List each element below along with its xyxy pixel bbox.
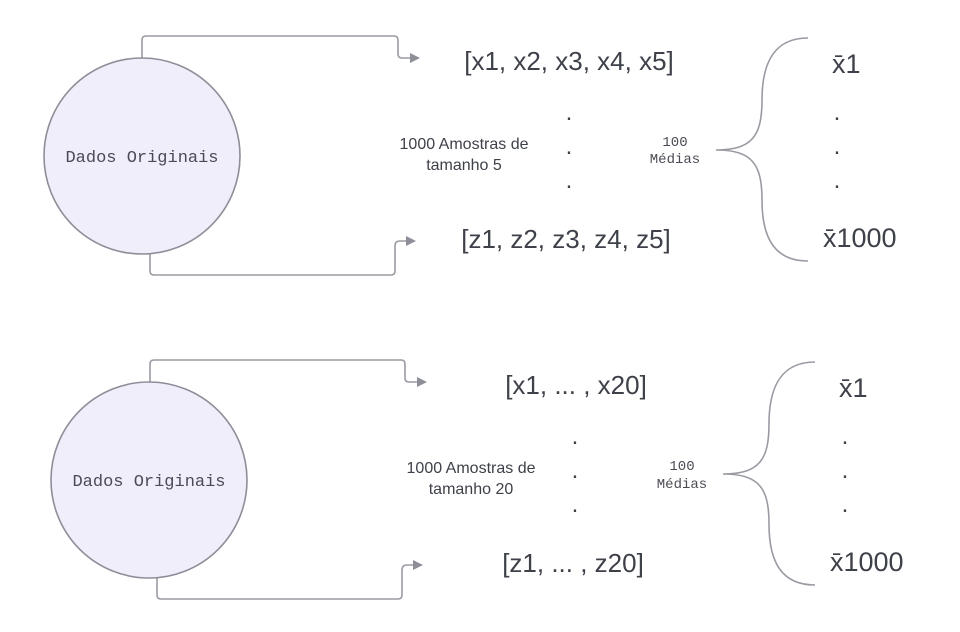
connector-to-first-sample: [149, 359, 419, 383]
first-sample-vector: [x1, ... , x20]: [505, 370, 647, 400]
means-caption-line2: Médias: [650, 152, 700, 168]
last-mean: x̄1000: [830, 547, 904, 577]
mean-ellipsis-dot: .: [834, 99, 841, 126]
mean-ellipsis-dot: .: [834, 133, 841, 160]
arrowhead-last-sample: [413, 560, 423, 570]
sample-ellipsis-dot: .: [572, 491, 579, 518]
connector-to-last-sample: [156, 564, 415, 600]
sample-caption-line1: 1000 Amostras de: [407, 460, 536, 477]
sample-ellipsis-dot: .: [566, 167, 573, 194]
means-caption-line1: 100: [662, 135, 687, 151]
arrowhead-first-sample: [417, 377, 427, 387]
arrowhead-last-sample: [406, 236, 416, 246]
first-mean: x̄1: [839, 373, 868, 403]
original-data-label: Dados Originais: [65, 149, 218, 168]
last-sample-vector: [z1, ... , z20]: [502, 548, 644, 578]
sample-caption-line2: tamanho 5: [426, 157, 502, 174]
curly-brace: [722, 361, 816, 586]
sample-ellipsis-dot: .: [572, 457, 579, 484]
diagram-sample-size-20: Dados Originais [x1, ... , x20] . . . [z…: [50, 359, 904, 600]
original-data-node: [50, 381, 248, 579]
arrowhead-first-sample: [410, 53, 420, 63]
original-data-label: Dados Originais: [72, 473, 225, 492]
mean-ellipsis-dot: .: [842, 457, 849, 484]
sample-caption-line2: tamanho 20: [429, 481, 514, 498]
connector-to-last-sample: [149, 240, 408, 276]
original-data-node: [43, 57, 241, 255]
connector-to-first-sample: [141, 35, 412, 59]
mean-ellipsis-dot: .: [834, 167, 841, 194]
first-mean: x̄1: [832, 49, 861, 79]
means-caption-line1: 100: [669, 459, 694, 475]
last-sample-vector: [z1, z2, z3, z4, z5]: [461, 224, 671, 254]
sample-ellipsis-dot: .: [566, 99, 573, 126]
mean-ellipsis-dot: .: [842, 491, 849, 518]
means-caption-line2: Médias: [657, 477, 707, 493]
first-sample-vector: [x1, x2, x3, x4, x5]: [464, 46, 674, 76]
diagram-sample-size-5: Dados Originais [x1, x2, x3, x4, x5] . .…: [43, 35, 897, 276]
sample-ellipsis-dot: .: [566, 133, 573, 160]
last-mean: x̄1000: [823, 223, 897, 253]
mean-ellipsis-dot: .: [842, 423, 849, 450]
sample-ellipsis-dot: .: [572, 423, 579, 450]
sample-caption-line1: 1000 Amostras de: [400, 136, 529, 153]
curly-brace: [715, 37, 809, 262]
